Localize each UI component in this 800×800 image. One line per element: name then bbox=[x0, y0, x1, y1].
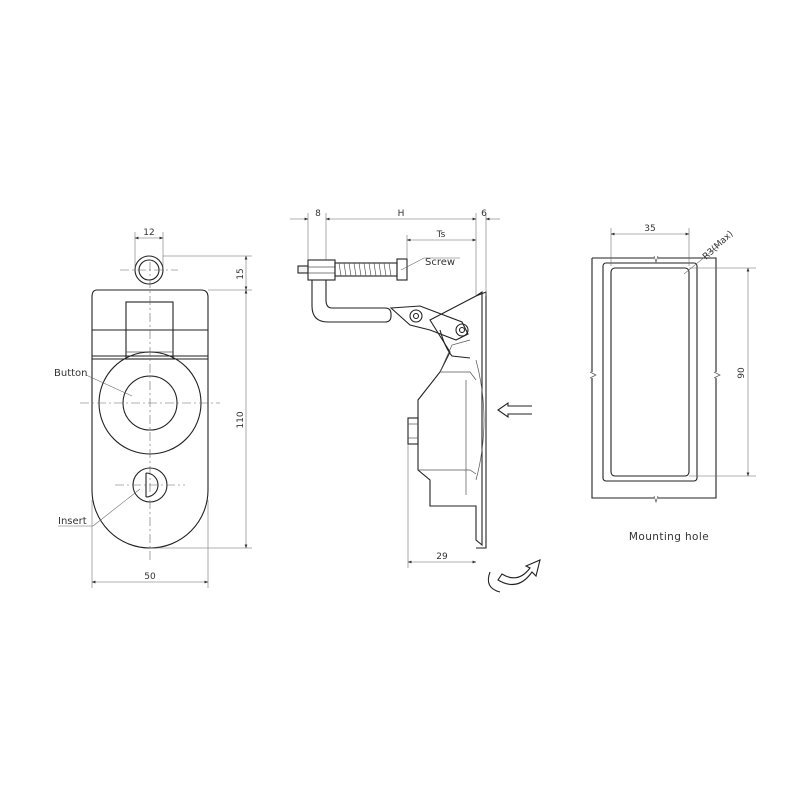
cutout bbox=[602, 262, 698, 482]
dim-15: 15 bbox=[236, 268, 246, 279]
screw-label: Screw bbox=[425, 257, 455, 268]
dim-29: 29 bbox=[436, 552, 448, 562]
side-view: 8 H 6 Ts Screw 29 bbox=[290, 209, 541, 593]
insert-label: Insert bbox=[58, 516, 87, 527]
mounting-hole-view: 35 R3(Max) 90 Mounting hole bbox=[589, 224, 756, 543]
dim-ts: Ts bbox=[436, 230, 446, 240]
dim-110: 110 bbox=[236, 411, 246, 428]
dim-12: 12 bbox=[143, 228, 154, 238]
linkage bbox=[389, 305, 469, 341]
dim-90: 90 bbox=[737, 367, 747, 379]
mounting-hole-caption: Mounting hole bbox=[629, 531, 709, 543]
push-arrow-icon bbox=[497, 401, 532, 419]
front-view: Button Insert 12 15 110 50 bbox=[54, 228, 252, 588]
knob-nut bbox=[407, 417, 419, 445]
dim-6: 6 bbox=[481, 209, 487, 219]
rotate-arrow-icon bbox=[487, 559, 541, 593]
dim-8: 8 bbox=[315, 209, 321, 219]
panel-outline bbox=[591, 257, 717, 499]
dim-h: H bbox=[398, 209, 405, 219]
screw bbox=[297, 258, 408, 281]
dim-35: 35 bbox=[644, 224, 655, 234]
dim-r3-max: R3(Max) bbox=[701, 229, 735, 262]
button-label: Button bbox=[54, 368, 88, 379]
dim-50: 50 bbox=[144, 572, 156, 582]
bracket-rod bbox=[311, 280, 392, 323]
